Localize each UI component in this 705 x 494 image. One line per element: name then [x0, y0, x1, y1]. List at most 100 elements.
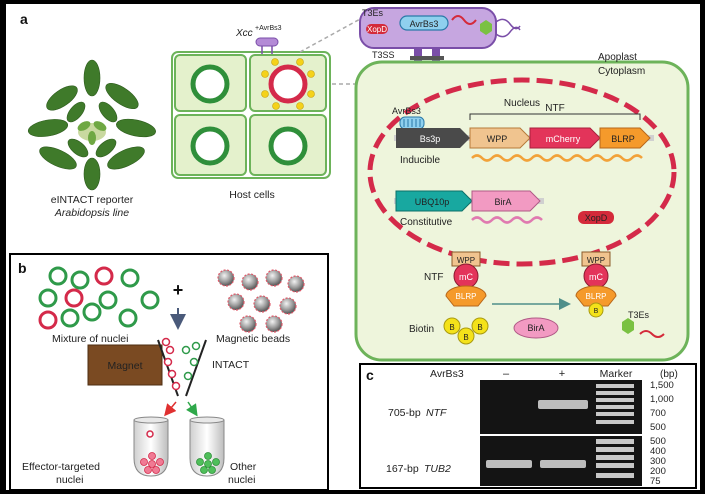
panel-c-frame: [359, 363, 697, 489]
plus-sign: +: [173, 280, 184, 300]
bacterium-avrbs3: AvrBs3: [410, 19, 439, 29]
gel-plus-header: +: [559, 368, 565, 380]
other-label-2: nuclei: [228, 474, 255, 486]
gel-tub2-band-plus: [540, 460, 586, 468]
ladder-bottom-75: 75: [650, 476, 661, 487]
nucleus-envelope: [367, 77, 677, 267]
ntf-bracket: [469, 113, 641, 120]
magnetic-beads: [217, 269, 305, 333]
host-cells-label: Host cells: [229, 189, 275, 201]
bacterium-t3es: T3Es: [362, 8, 384, 18]
ntf-protein-unbiotinylated: [445, 251, 487, 307]
bira-gene: BirA: [494, 197, 511, 207]
xopd-nuclear-label: XopD: [585, 213, 608, 223]
other-arrow: [186, 401, 198, 417]
nucleus-label: Nucleus: [504, 98, 540, 109]
ntf-left-blrp: BLRP: [456, 292, 477, 301]
plant-line-1: eINTACT reporter: [51, 194, 134, 206]
biotin-b-2: B: [463, 333, 468, 342]
ntf-protein-biotinylated: [575, 251, 617, 318]
gel-bp-header: (bp): [660, 369, 678, 380]
other-nuclei-tube: [189, 416, 225, 477]
apoplast-label: Apoplast: [598, 52, 637, 63]
avrbs3-label: AvrBs3: [392, 106, 421, 116]
panel-b-letter: b: [18, 260, 27, 276]
other-label-1: Other: [230, 461, 257, 473]
ubq10p-label: UBQ10p: [415, 197, 450, 207]
xcc-label: Xcc: [235, 28, 253, 39]
magnet: [87, 344, 163, 386]
ladder-bottom-300: 300: [650, 456, 666, 467]
bira-mrna: [471, 216, 543, 224]
ladder-top-700: 700: [650, 408, 666, 419]
ladder-bottom-500: 500: [650, 436, 666, 447]
biotin-molecules: [443, 317, 489, 345]
plant-line-2: Arabidopsis line: [54, 207, 129, 219]
gel-ntf-ladder: [596, 384, 634, 424]
gel-minus-header: –: [503, 368, 510, 380]
constitutive-construct: [394, 190, 544, 212]
gel-tub2-band-minus: [486, 460, 532, 468]
xopd-nuclear: [578, 211, 614, 224]
intact-column: [157, 337, 207, 397]
gel-ntf-band-plus: [538, 400, 588, 409]
zoom-line-top: [299, 17, 363, 53]
avrbs3-protein: [399, 116, 425, 130]
biotin-label: Biotin: [409, 324, 434, 335]
mcherry-part: mCherry: [546, 134, 581, 144]
arabidopsis-plant: [27, 59, 156, 191]
effector-arrow: [164, 401, 177, 417]
cytoplasm-label: Cytoplasm: [598, 66, 645, 77]
bira-enzyme: [513, 317, 559, 339]
ladder-bottom-400: 400: [650, 446, 666, 457]
ladder-top-500: 500: [650, 422, 666, 433]
effector-label-2: nuclei: [56, 474, 83, 486]
biotin-b-3: B: [477, 323, 482, 332]
t3es-hexagon: [622, 318, 634, 334]
constitutive-label: Constitutive: [400, 217, 453, 228]
wpp-part: WPP: [487, 134, 508, 144]
effector-label-1: Effector-targeted: [22, 461, 100, 473]
t3ss-label: T3SS: [372, 50, 395, 60]
xcc-small-bacterium: [255, 37, 279, 54]
tub-row-gene: TUB2: [424, 463, 451, 475]
effector-tube: [133, 416, 169, 477]
nuclei-mixture: [38, 266, 160, 330]
bacterium-xopd: XopD: [367, 25, 387, 34]
gel-marker-header: Marker: [600, 368, 633, 380]
magnet-label: Magnet: [107, 360, 142, 372]
blrp-part: BLRP: [611, 134, 635, 144]
inducible-construct: [394, 127, 654, 149]
gel-tub2-ladder: [596, 439, 634, 478]
beads-label: Magnetic beads: [216, 333, 290, 345]
xcc-superscript: +AvrBs3: [255, 25, 282, 32]
gel-avrbs3-header: AvrBs3: [430, 368, 464, 380]
ntf-right-b: B: [594, 308, 599, 315]
ladder-top-1000: 1,000: [650, 394, 674, 405]
ntf-right-blrp: BLRP: [586, 292, 607, 301]
tub-row-size: 167-bp: [386, 463, 419, 475]
intact-label: INTACT: [212, 359, 250, 371]
ntf-mrna: [471, 154, 643, 162]
ladder-top-1500: 1,500: [650, 380, 674, 391]
bira-enzyme-label: BirA: [527, 323, 544, 333]
panel-a-letter: a: [20, 11, 28, 27]
ntf-row-gene: NTF: [426, 407, 447, 419]
biotin-b-1: B: [449, 323, 454, 332]
bs3p-label: Bs3p: [420, 134, 441, 144]
t3es-cyto-label: T3Es: [628, 310, 650, 320]
ntf-left-mc: mC: [459, 272, 473, 282]
host-cells-grid: [171, 51, 331, 179]
panel-b-frame: [9, 253, 329, 491]
t3es-squiggle: [639, 330, 665, 338]
mixture-label: Mixture of nuclei: [52, 333, 128, 345]
ntf-row-size: 705-bp: [388, 407, 421, 419]
ntf-protein-label: NTF: [424, 272, 443, 283]
ntf-left-wpp: WPP: [457, 256, 475, 265]
ntf-right-mc: mC: [589, 272, 603, 282]
inducible-label: Inducible: [400, 155, 440, 166]
panel-c-letter: c: [366, 367, 374, 383]
xcc-bacterium: [359, 7, 521, 49]
